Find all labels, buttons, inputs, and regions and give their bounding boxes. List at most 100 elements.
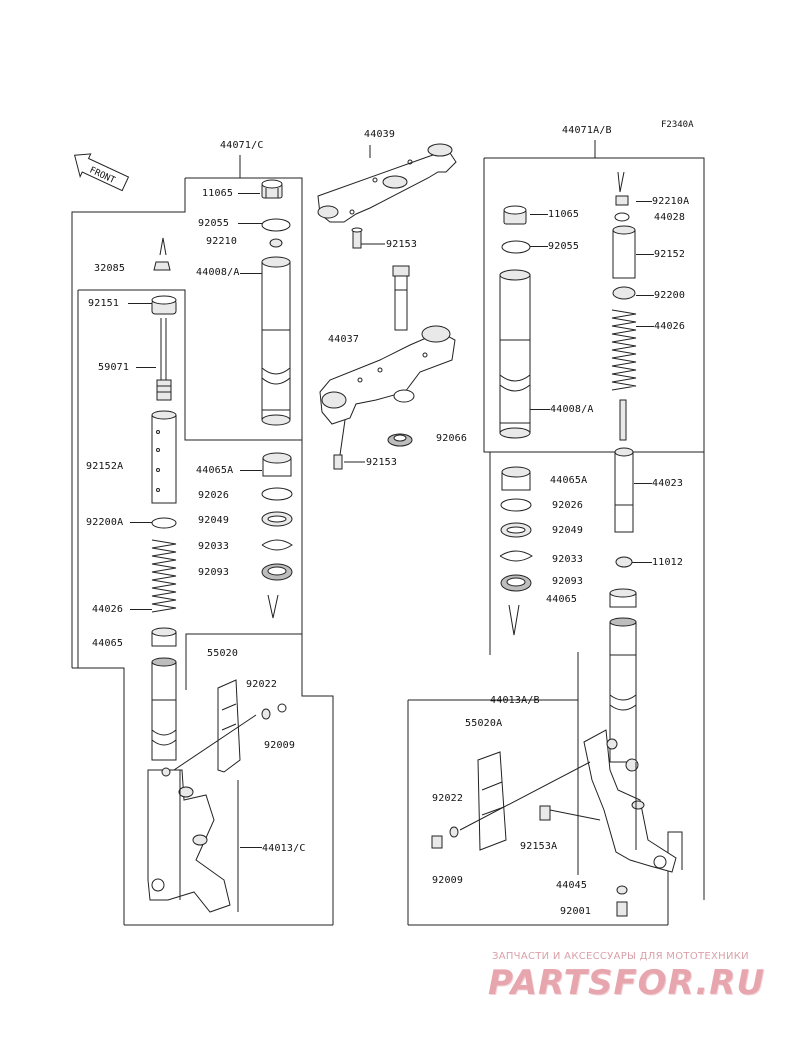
stem-nut-92066 — [387, 433, 413, 447]
left-outer-slider — [147, 767, 231, 913]
label-44037: 44037 — [328, 334, 360, 345]
right-bolt-92001 — [616, 885, 628, 917]
left-fork-tube — [261, 256, 291, 426]
left-seal-stack — [261, 452, 293, 619]
leader-line — [130, 609, 152, 610]
label-92049-right: 92049 — [552, 525, 584, 536]
right-fork-guard — [431, 751, 601, 851]
left-nut-92210 — [269, 238, 283, 248]
label-44013ab: 44013A/B — [490, 695, 540, 706]
leader-line — [530, 409, 550, 410]
label-44065-right: 44065 — [546, 594, 578, 605]
label-44065-left: 44065 — [92, 638, 124, 649]
label-44065a-left: 44065A — [196, 465, 234, 476]
label-44028: 44028 — [654, 212, 686, 223]
label-55020: 55020 — [207, 648, 239, 659]
label-32085: 32085 — [94, 263, 126, 274]
leader-line — [530, 246, 548, 247]
label-92001: 92001 — [560, 906, 592, 917]
right-bush-44065 — [609, 588, 637, 608]
right-bush-11012 — [615, 556, 633, 568]
label-92033-right: 92033 — [552, 554, 584, 565]
right-cap-bolt — [503, 205, 527, 225]
left-spacer-92152a — [151, 410, 177, 504]
label-44045: 44045 — [556, 880, 588, 891]
label-92151: 92151 — [88, 298, 120, 309]
label-11065-left: 11065 — [202, 188, 234, 199]
label-92153-mid: 92153 — [366, 457, 398, 468]
leader-line — [632, 562, 652, 563]
label-44008a-left: 44008/A — [196, 267, 240, 278]
leader-line — [240, 273, 262, 274]
label-92093-right: 92093 — [552, 576, 584, 587]
leader-line — [240, 847, 262, 848]
label-11012: 11012 — [652, 557, 684, 568]
right-nut-92210a — [614, 171, 630, 222]
left-inner-tube — [151, 657, 177, 761]
left-fork-guard — [173, 679, 287, 773]
label-92022-right: 92022 — [432, 793, 464, 804]
label-44039: 44039 — [364, 129, 396, 140]
label-92049-left: 92049 — [198, 515, 230, 526]
label-44026-right: 44026 — [654, 321, 686, 332]
label-92022-left: 92022 — [246, 679, 278, 690]
right-fork-tube — [499, 269, 531, 439]
leader-line — [634, 483, 652, 484]
left-collar-92151 — [151, 295, 177, 315]
label-92026-left: 92026 — [198, 490, 230, 501]
left-washer-92200a — [151, 517, 177, 529]
label-92026-right: 92026 — [552, 500, 584, 511]
top-clamp-bolt — [351, 227, 385, 249]
label-44065a-right: 44065A — [550, 475, 588, 486]
leader-line — [238, 193, 260, 194]
leader-line — [238, 223, 262, 224]
stem-bolt — [333, 419, 365, 470]
leader-line — [130, 522, 152, 523]
label-92200a: 92200A — [86, 517, 124, 528]
label-92152a: 92152A — [86, 461, 124, 472]
label-92066: 92066 — [436, 433, 468, 444]
front-arrow-icon: FRONT — [73, 153, 130, 192]
left-cap-32085 — [153, 237, 171, 271]
left-o-ring-92055 — [261, 218, 291, 232]
label-44013c: 44013/C — [262, 843, 306, 854]
leader-line — [240, 470, 262, 471]
label-44026-left: 44026 — [92, 604, 124, 615]
left-assembly-frame — [71, 155, 334, 926]
label-92152: 92152 — [654, 249, 686, 260]
leader-line — [530, 214, 548, 215]
leader-line — [128, 303, 152, 304]
label-92093-left: 92093 — [198, 567, 230, 578]
leader-line — [136, 367, 156, 368]
leader-line — [636, 201, 652, 202]
label-44071c: 44071/C — [220, 140, 264, 151]
leader-line — [636, 254, 654, 255]
label-92033-left: 92033 — [198, 541, 230, 552]
stem-bottom-clamp — [319, 265, 456, 425]
label-92210a: 92210A — [652, 196, 690, 207]
right-assembly-frame — [407, 140, 705, 926]
leader-line — [636, 295, 654, 296]
label-92009-right: 92009 — [432, 875, 464, 886]
label-55020a: 55020A — [465, 718, 503, 729]
leader-line — [636, 326, 654, 327]
label-92055-right: 92055 — [548, 241, 580, 252]
right-o-ring-92055 — [501, 240, 531, 254]
right-damper-rod-44023 — [614, 399, 634, 533]
left-damper-rod — [156, 318, 172, 401]
diagram-ref-code: F2340A — [661, 120, 694, 130]
top-triple-clamp — [317, 143, 457, 223]
label-59071: 59071 — [98, 362, 130, 373]
label-44023: 44023 — [652, 478, 684, 489]
label-11065-right: 11065 — [548, 209, 580, 220]
right-outer-slider — [583, 729, 677, 873]
label-92210: 92210 — [206, 236, 238, 247]
label-92153a: 92153A — [520, 841, 558, 852]
label-44071ab: 44071A/B — [562, 125, 612, 136]
label-92153-top: 92153 — [386, 239, 418, 250]
right-spring — [611, 309, 637, 391]
left-bush-44065 — [151, 627, 177, 647]
right-washer-92200 — [612, 286, 636, 300]
left-spring — [151, 539, 177, 613]
